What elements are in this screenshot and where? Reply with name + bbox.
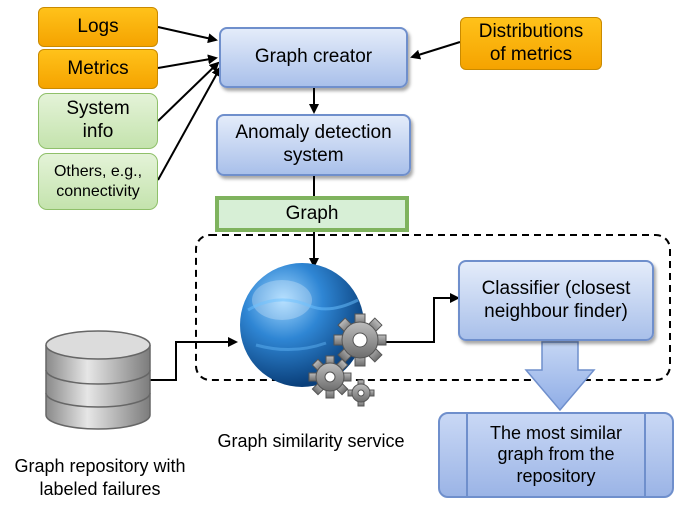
arrow-metrics (157, 54, 218, 69)
others-box: Others, e.g., connectivity (38, 153, 158, 210)
database-icon (45, 330, 151, 430)
repository-label: Graph repository with labeled failures (14, 456, 186, 499)
gear-icon-large (333, 313, 387, 367)
gear-icon-small (347, 379, 375, 407)
arrow-repository-to-service (150, 337, 238, 381)
service-boundary (195, 234, 671, 381)
logs-box: Logs (38, 7, 158, 47)
arrow-service-to-classifier (385, 293, 460, 343)
metrics-box: Metrics (38, 49, 158, 89)
classifier-box: Classifier (closest neighbour finder) (458, 260, 654, 341)
anomaly-detection-box: Anomaly detection system (216, 114, 411, 176)
distributions-box: Distributions of metrics (460, 17, 602, 70)
service-label: Graph similarity service (217, 431, 405, 451)
graph-box: Graph (215, 196, 409, 232)
result-right-rule (644, 414, 646, 496)
result-left-rule (466, 414, 468, 496)
result-label: The most similar graph from the reposito… (489, 422, 623, 486)
result-box: The most similar graph from the reposito… (438, 412, 674, 498)
arrow-distributions (410, 41, 461, 60)
arrow-system-info (157, 61, 220, 122)
gear-icon-medium (308, 355, 352, 399)
system-info-box: System info (38, 93, 158, 149)
arrow-others (157, 66, 221, 181)
arrow-logs (157, 26, 218, 44)
graph-creator-box: Graph creator (219, 27, 408, 88)
arrow-classifier-to-result (524, 341, 596, 412)
